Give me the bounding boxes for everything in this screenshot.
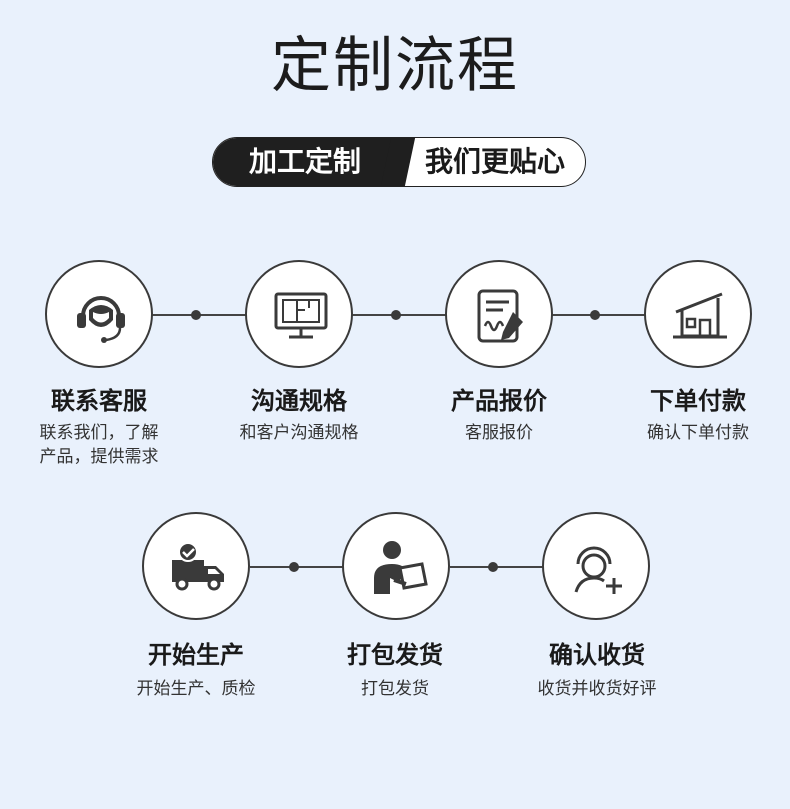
step-circle-contact — [45, 260, 153, 368]
tagline-pill: 加工定制 我们更贴心 — [212, 137, 586, 187]
step-circle-specs — [245, 260, 353, 368]
step-desc-contact: 联系我们，了解 产品，提供需求 — [4, 421, 194, 469]
step-circle-shipping — [342, 512, 450, 620]
step-circle-quote — [445, 260, 553, 368]
step-title-receipt: 确认收货 — [549, 641, 645, 669]
step-circle-payment — [644, 260, 752, 368]
step-circle-receipt — [542, 512, 650, 620]
step-desc-line: 客服报价 — [465, 423, 533, 443]
person-with-tablet-icon — [374, 541, 428, 594]
step-desc-receipt: 收货并收货好评 — [502, 677, 692, 701]
connector-dot — [391, 310, 401, 320]
connector-dot — [488, 562, 498, 572]
step-desc-line: 开始生产、质检 — [136, 679, 256, 699]
step-title-production: 开始生产 — [148, 641, 244, 669]
user-add-icon — [574, 546, 622, 594]
house-icon — [673, 292, 727, 339]
connector-dot — [289, 562, 299, 572]
step-desc-line: 联系我们，了解 — [39, 423, 159, 443]
step-title-payment: 下单付款 — [650, 387, 746, 415]
page-title: 定制流程 — [271, 31, 519, 101]
step-desc-shipping: 打包发货 — [300, 677, 490, 701]
connector-dot — [590, 310, 600, 320]
step-title-contact: 联系客服 — [51, 387, 147, 415]
step-desc-line: 产品，提供需求 — [39, 447, 159, 467]
tagline-right: 我们更贴心 — [424, 145, 565, 178]
step-desc-specs: 和客户沟通规格 — [204, 421, 394, 445]
monitor-blueprint-icon — [274, 292, 328, 339]
step-desc-line: 收货并收货好评 — [537, 679, 657, 699]
document-signature-icon — [477, 289, 523, 343]
step-desc-production: 开始生产、质检 — [101, 677, 291, 701]
connector-dot — [191, 310, 201, 320]
step-desc-line: 确认下单付款 — [647, 423, 749, 443]
connector-line — [450, 566, 546, 568]
step-title-quote: 产品报价 — [451, 387, 547, 415]
step-desc-payment: 确认下单付款 — [603, 421, 790, 445]
step-desc-line: 和客户沟通规格 — [239, 423, 359, 443]
tagline-left: 加工定制 — [213, 138, 398, 186]
delivery-truck-check-icon — [172, 542, 224, 591]
headset-agent-icon — [77, 296, 125, 343]
step-title-specs: 沟通规格 — [251, 387, 347, 415]
step-circle-production — [142, 512, 250, 620]
step-title-shipping: 打包发货 — [347, 641, 443, 669]
step-desc-line: 打包发货 — [361, 679, 429, 699]
step-desc-quote: 客服报价 — [404, 421, 594, 445]
